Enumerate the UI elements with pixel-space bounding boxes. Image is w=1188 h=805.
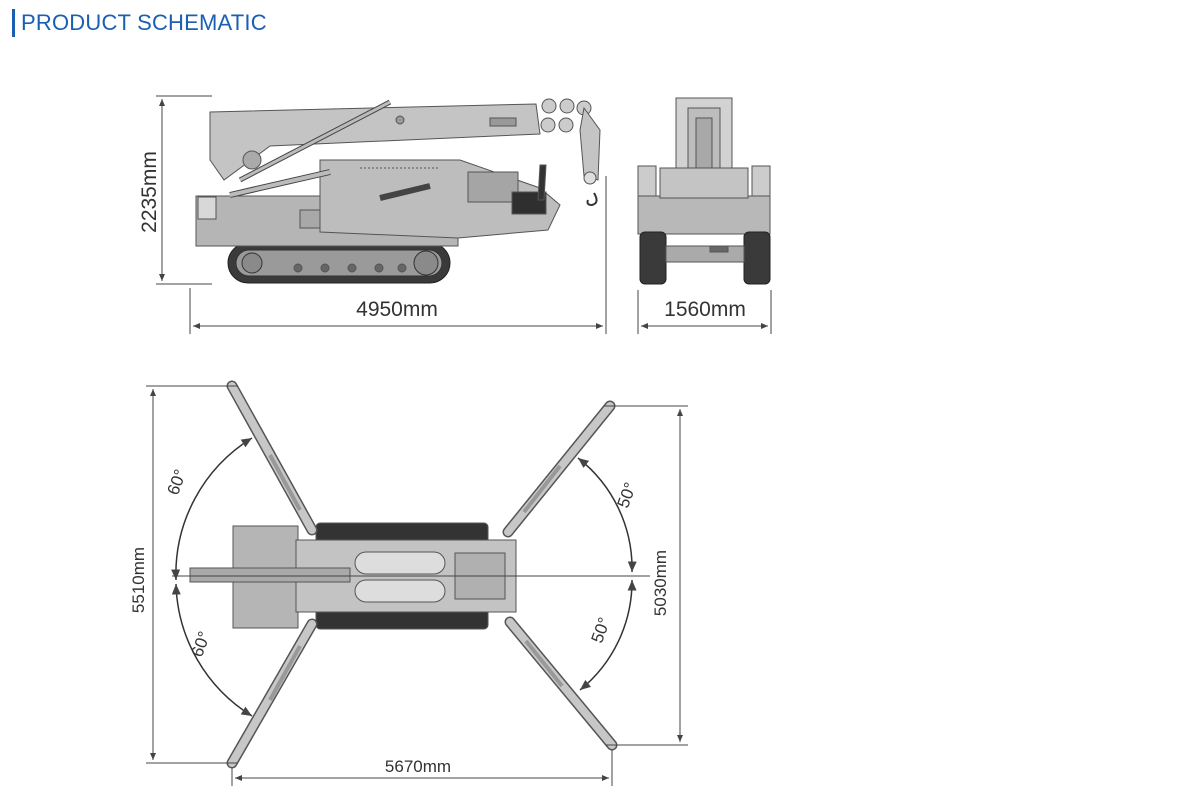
dimension-outrigger-bottom: 5670mm [385,757,451,776]
dimension-lines [146,95,772,786]
dimension-width: 1560mm [664,298,746,321]
angle-label-right-lower: 50° [588,615,615,646]
side-view-boom-head [540,98,601,207]
front-view-chassis [637,195,771,235]
arc-left-lower [171,583,253,717]
dimension-height: 2235mm [138,151,161,233]
front-view-boom [675,97,733,169]
side-view-body [319,159,561,239]
dimension-outrigger-left: 5510mm [129,547,148,613]
outrigger-rear-right [504,616,618,751]
header-accent-bar [12,9,15,37]
angle-label-left-lower: 60° [188,629,215,660]
outrigger-rear-left [226,618,318,769]
page-header: PRODUCT SCHEMATIC [12,9,267,37]
dimension-outrigger-right: 5030mm [651,550,670,616]
page-title: PRODUCT SCHEMATIC [21,10,267,35]
arc-right-lower [579,579,637,691]
angle-arcs [171,437,637,717]
outrigger-front-right [502,400,616,538]
outrigger-front-left [226,380,318,536]
angle-label-right-upper: 50° [614,480,641,511]
arc-right-upper [577,457,637,573]
side-view-track [227,242,451,284]
angle-label-left-upper: 60° [164,467,191,498]
arc-left-upper [171,437,253,581]
front-view [637,97,771,285]
top-view-boom [189,567,351,583]
dimension-length: 4950mm [356,298,438,321]
top-view [172,380,650,769]
side-view-boom [209,99,541,201]
front-view-tracks [639,231,771,285]
side-view [195,98,601,284]
